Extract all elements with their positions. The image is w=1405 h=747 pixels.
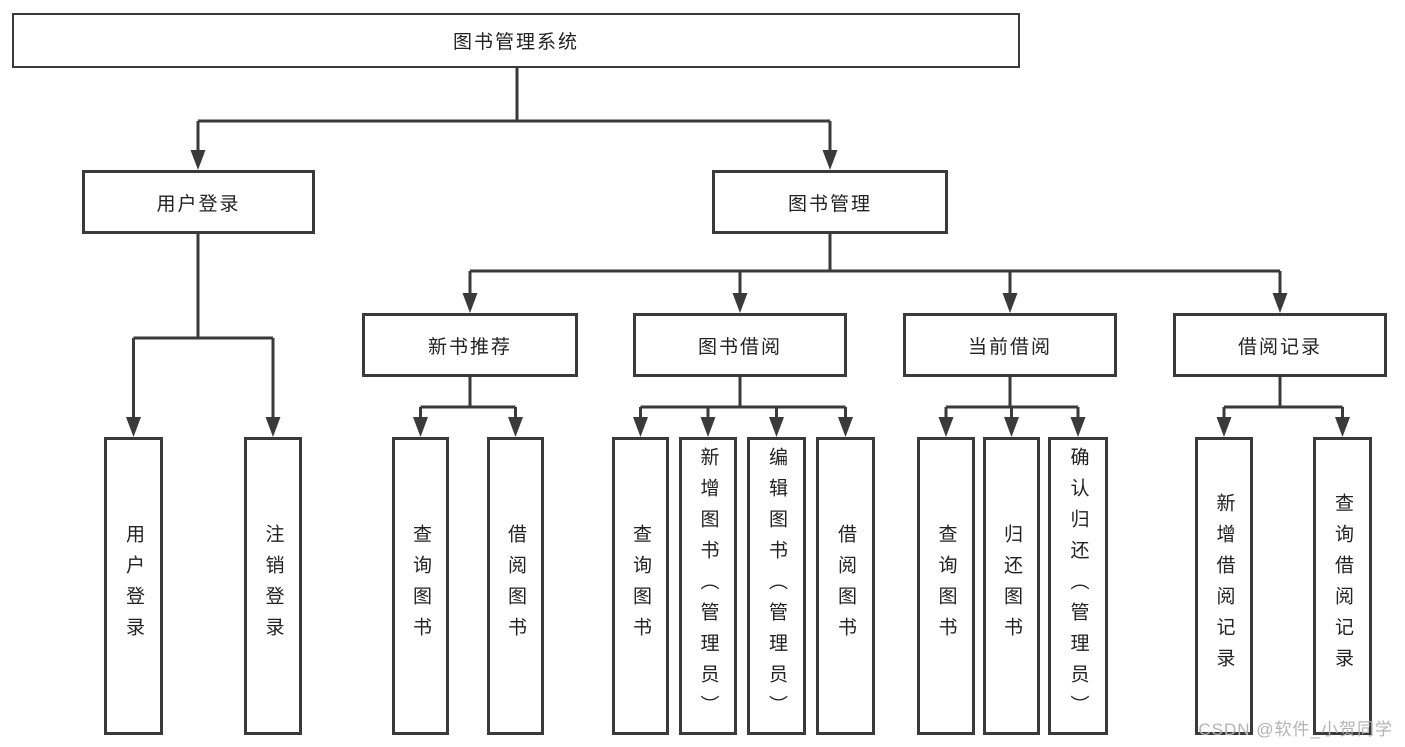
leaf-borrow-query-books: 查询图书 bbox=[612, 437, 669, 735]
leaf-records-add-record: 新增借阅记录 bbox=[1195, 437, 1253, 735]
connector-root-to-level1 bbox=[196, 68, 832, 153]
leaf-borrow-edit-books-admin: 编辑图书（管理员） bbox=[747, 437, 806, 735]
arrowhead-newrec-borrow-books bbox=[508, 417, 523, 437]
connector-borrow-records-to-leaves bbox=[1222, 377, 1344, 420]
leaf-current-confirm-return-admin-label: 确认归还（管理员） bbox=[1067, 446, 1089, 726]
node-borrow-records: 借阅记录 bbox=[1173, 313, 1387, 377]
arrowhead-current-confirm-return bbox=[1070, 417, 1086, 437]
arrowhead-leaf-user-login bbox=[126, 417, 141, 437]
leaf-current-query-books-label: 查询图书 bbox=[935, 524, 957, 648]
arrowhead-borrow-edit-books bbox=[769, 417, 784, 437]
arrowhead-borrow-query-books bbox=[633, 417, 648, 437]
arrowhead-borrow-borrow-books bbox=[838, 417, 853, 437]
connector-book-borrow-to-leaves bbox=[639, 377, 847, 420]
arrowhead-newrec-query-books bbox=[413, 417, 428, 437]
watermark: CSDN @软件_小贺同学 bbox=[1198, 720, 1393, 739]
leaf-borrow-add-books-admin-label: 新增图书（管理员） bbox=[697, 446, 719, 726]
arrowhead-borrow-add-books bbox=[700, 417, 716, 437]
leaf-records-add-record-label: 新增借阅记录 bbox=[1213, 493, 1235, 679]
node-book-borrow: 图书借阅 bbox=[633, 313, 847, 377]
arrowhead-book-borrow bbox=[732, 293, 748, 313]
leaf-current-confirm-return-admin: 确认归还（管理员） bbox=[1048, 437, 1108, 735]
arrowhead-records-query-record bbox=[1335, 417, 1350, 437]
arrowhead-current-borrow bbox=[1002, 293, 1018, 313]
leaf-user-login: 用户登录 bbox=[104, 437, 163, 735]
leaf-user-login-label: 用户登录 bbox=[123, 524, 144, 648]
arrowhead-records-add-record bbox=[1216, 417, 1232, 437]
arrowhead-leaf-logout bbox=[265, 417, 281, 437]
arrowhead-book-management bbox=[822, 150, 838, 170]
leaf-current-return-books: 归还图书 bbox=[983, 437, 1040, 735]
node-book-management: 图书管理 bbox=[712, 170, 948, 234]
connector-new-book-recommend-to-leaves bbox=[419, 377, 517, 420]
connector-book-management-to-level2 bbox=[468, 234, 1282, 296]
leaf-logout: 注销登录 bbox=[244, 437, 302, 735]
connector-current-borrow-to-leaves bbox=[944, 377, 1080, 420]
leaf-newrec-borrow-books-label: 借阅图书 bbox=[505, 524, 526, 648]
leaf-newrec-query-books: 查询图书 bbox=[392, 437, 449, 735]
arrowhead-current-return-books bbox=[1004, 417, 1019, 437]
node-new-book-recommend: 新书推荐 bbox=[362, 313, 578, 377]
connector-user-login-to-leaves bbox=[132, 234, 275, 420]
leaf-borrow-add-books-admin: 新增图书（管理员） bbox=[679, 437, 737, 735]
leaf-current-return-books-label: 归还图书 bbox=[1001, 524, 1022, 648]
leaf-current-query-books: 查询图书 bbox=[917, 437, 975, 735]
arrowhead-current-query-books bbox=[938, 417, 954, 437]
leaf-records-query-record-label: 查询借阅记录 bbox=[1332, 493, 1353, 679]
leaf-borrow-borrow-books: 借阅图书 bbox=[816, 437, 875, 735]
node-user-login: 用户登录 bbox=[82, 170, 315, 234]
leaf-borrow-edit-books-admin-label: 编辑图书（管理员） bbox=[766, 446, 787, 726]
node-library-system: 图书管理系统 bbox=[12, 13, 1020, 68]
arrowhead-borrow-records bbox=[1272, 293, 1288, 313]
leaf-borrow-borrow-books-label: 借阅图书 bbox=[835, 524, 856, 648]
arrowhead-user-login bbox=[190, 150, 206, 170]
leaf-records-query-record: 查询借阅记录 bbox=[1313, 437, 1372, 735]
leaf-logout-label: 注销登录 bbox=[262, 524, 284, 648]
arrowhead-new-book-recommend bbox=[462, 293, 478, 313]
leaf-newrec-query-books-label: 查询图书 bbox=[410, 524, 431, 648]
node-current-borrow: 当前借阅 bbox=[903, 313, 1117, 377]
leaf-newrec-borrow-books: 借阅图书 bbox=[487, 437, 544, 735]
arrowheads bbox=[126, 150, 1350, 437]
leaf-borrow-query-books-label: 查询图书 bbox=[630, 524, 651, 648]
